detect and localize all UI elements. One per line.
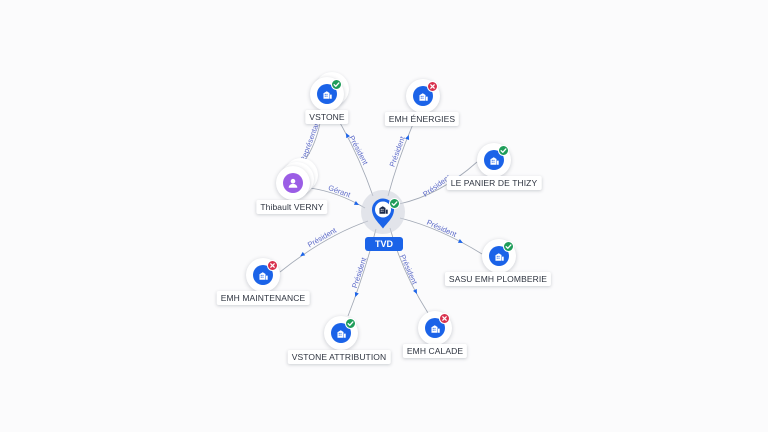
- company-label-emh-calade[interactable]: EMH CALADE: [402, 344, 468, 358]
- company-node-emh-calade[interactable]: [418, 311, 452, 345]
- status-badge: [503, 241, 514, 252]
- building-icon: [413, 86, 433, 106]
- company-node-vstone[interactable]: [310, 72, 349, 111]
- edge-label-thibault-verny-vstone: Représentant: [298, 117, 322, 163]
- edge-line-tvd-emh-calade: [389, 227, 429, 314]
- edge-label-tvd-vstone-attribution: Président: [350, 255, 369, 289]
- status-badge: [388, 197, 400, 209]
- arrow-icon: [300, 251, 306, 257]
- company-label-sasu-emh-plomberie[interactable]: SASU EMH PLOMBERIE: [444, 272, 552, 286]
- status-badge: [267, 260, 278, 271]
- person-label-thibault-verny[interactable]: Thibault VERNY: [256, 200, 328, 214]
- edge-line-tvd-emh-maintenance: [279, 220, 369, 273]
- building-icon: [484, 150, 504, 170]
- check-icon: [347, 321, 354, 326]
- status-badge: [439, 313, 450, 324]
- person-node-thibault-verny[interactable]: [276, 158, 318, 200]
- edge-label-tvd-vstone: Président: [347, 134, 370, 167]
- edge-line-thibault-verny-tvd: [309, 187, 366, 209]
- person-icon: [283, 173, 303, 193]
- building-icon: [253, 265, 273, 285]
- company-node-le-panier-de-thizy[interactable]: [477, 143, 511, 177]
- company-label-vstone[interactable]: VSTONE: [305, 110, 349, 124]
- company-node-emh-maintenance[interactable]: [246, 258, 280, 292]
- arrow-icon: [354, 292, 359, 298]
- building-icon: [489, 246, 509, 266]
- company-label-emh-maintenance[interactable]: EMH MAINTENANCE: [216, 291, 310, 305]
- company-node-emh-energies[interactable]: [406, 79, 440, 113]
- edge-label-tvd-sasu-emh-plomberie: Président: [425, 218, 458, 239]
- check-icon: [500, 148, 507, 153]
- arrow-icon: [405, 134, 410, 141]
- check-icon: [505, 244, 512, 249]
- building-icon: [331, 323, 351, 343]
- arrow-icon: [413, 288, 418, 294]
- edge-label-tvd-emh-calade: Président: [398, 253, 419, 286]
- edge-label-thibault-verny-tvd: Gérant: [327, 183, 352, 200]
- arrow-icon: [345, 133, 350, 139]
- company-label-emh-energies[interactable]: EMH ÉNERGIES: [384, 112, 460, 126]
- company-label-le-panier-de-thizy[interactable]: LE PANIER DE THIZY: [446, 176, 542, 190]
- edge-label-tvd-emh-maintenance: Président: [306, 225, 339, 249]
- arrow-icon: [457, 239, 463, 244]
- company-label-vstone-attribution[interactable]: VSTONE ATTRIBUTION: [287, 350, 391, 364]
- cross-icon: [270, 263, 275, 268]
- edge-line-tvd-le-panier-de-thizy: [398, 161, 478, 205]
- cross-icon: [442, 316, 447, 321]
- building-icon: [425, 318, 445, 338]
- edge-line-tvd-sasu-emh-plomberie: [399, 217, 483, 255]
- building-icon: [317, 84, 337, 104]
- status-badge: [331, 79, 342, 90]
- status-badge: [345, 318, 356, 329]
- center-node-tvd[interactable]: [361, 190, 405, 234]
- company-node-vstone-attribution[interactable]: [324, 316, 358, 350]
- edge-label-tvd-emh-energies: Président: [388, 134, 408, 168]
- check-icon: [390, 200, 398, 206]
- arrow-icon: [353, 201, 359, 206]
- status-badge: [498, 145, 509, 156]
- cross-icon: [430, 84, 435, 89]
- building-icon: [376, 203, 390, 217]
- check-icon: [333, 82, 340, 87]
- status-badge: [427, 81, 438, 92]
- center-label-tvd[interactable]: TVD: [365, 237, 403, 251]
- company-node-sasu-emh-plomberie[interactable]: [482, 239, 516, 273]
